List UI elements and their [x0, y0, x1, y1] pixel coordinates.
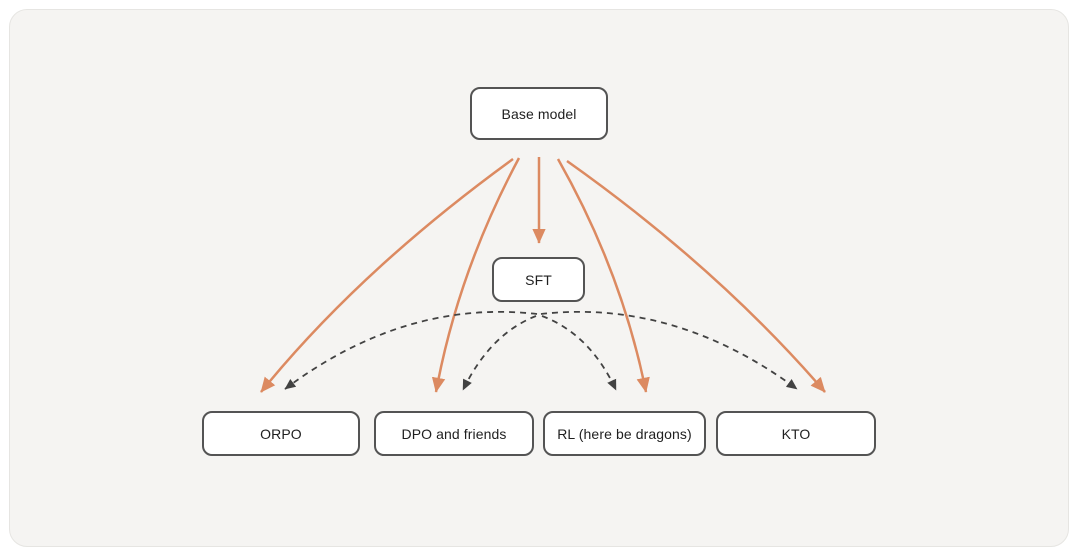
node-rl-label: RL (here be dragons): [557, 425, 692, 442]
node-base-model-label: Base model: [501, 105, 577, 122]
node-orpo: ORPO: [202, 411, 360, 456]
node-sft: SFT: [492, 257, 585, 302]
node-rl: RL (here be dragons): [543, 411, 706, 456]
node-kto: KTO: [716, 411, 876, 456]
node-sft-label: SFT: [525, 271, 552, 288]
node-dpo-label: DPO and friends: [401, 425, 507, 442]
node-dpo: DPO and friends: [374, 411, 534, 456]
node-kto-label: KTO: [781, 425, 811, 442]
node-orpo-label: ORPO: [260, 425, 302, 442]
node-base-model: Base model: [470, 87, 608, 140]
